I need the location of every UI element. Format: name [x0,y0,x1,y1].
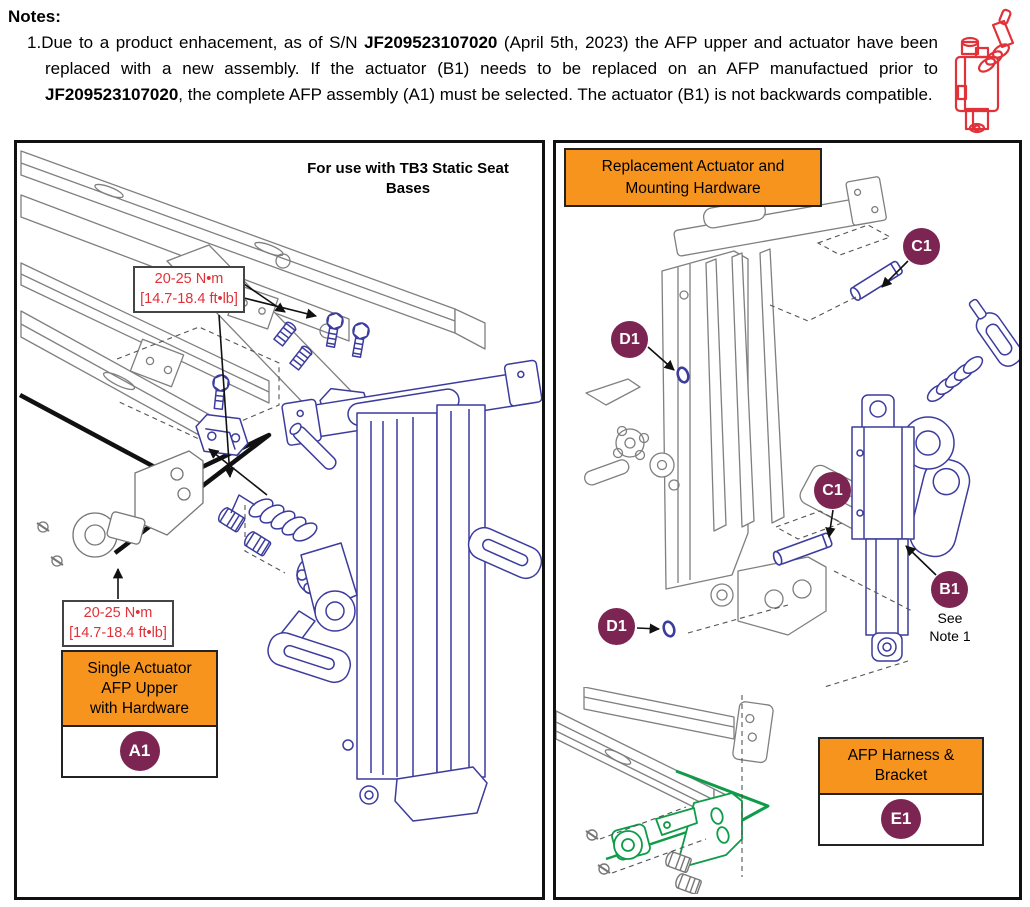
b1-see-note: See Note 1 [910,610,990,645]
item-title-line: Bracket [874,766,928,784]
header-line: Replacement Actuator and [601,158,785,175]
actuator-drawing [851,298,1019,662]
torque-label-lower: 20-25 N•m [14.7-18.4 ft•lb] [62,600,174,648]
badge-a1: A1 [119,731,160,772]
right-bottom-diagram-panel: AFP Harness & Bracket E1 [553,687,1022,900]
note-item-number: 1. [27,33,42,52]
item-label-a1: Single Actuator AFP Upper with Hardware … [61,650,218,779]
item-label-e1-badge-row: E1 [820,795,982,844]
item-label-a1-title: Single Actuator AFP Upper with Hardware [63,652,216,728]
right-top-panel-header: Replacement Actuator and Mounting Hardwa… [564,148,822,208]
upper-harness-drawing [18,326,286,574]
mounting-hardware-drawing [195,312,373,557]
callout-badge-d1: D1 [598,608,635,645]
actuator-icon [954,8,1015,134]
callout-badge-d1: D1 [611,321,648,358]
item-title-line: AFP Upper [101,679,178,697]
item-title-line: Single Actuator [87,660,192,677]
note-text-segment: (April 5th, 2023) the AFP upper and actu… [45,33,938,78]
fastener-drawing [585,829,702,894]
torque-value: [14.7-18.4 ft•lb] [69,624,167,641]
seat-rail-drawing [556,687,774,828]
red-actuator-drawing [954,8,1015,134]
pin-and-oring-drawing [662,260,903,638]
item-title-line: with Hardware [89,699,190,717]
see-note-line: Note 1 [929,627,971,644]
see-note-line: See [937,610,963,626]
note-text-segment: Due to a product enhacement, as of S/N [41,33,365,52]
callout-badge-c1: C1 [814,472,851,509]
item-label-e1: AFP Harness & Bracket E1 [818,737,984,846]
caption-line: For use with TB3 Static Seat [307,160,509,177]
torque-value: 20-25 N•m [154,271,224,287]
dashed-guides [599,695,743,877]
torque-value: 20-25 N•m [83,605,153,621]
note-item-1: 1.Due to a product enhacement, as of S/N… [8,30,938,108]
leader-arrows [112,283,318,599]
callout-badge-b1: B1 [931,571,968,608]
right-top-diagram-panel: Replacement Actuator and Mounting Hardwa… [553,140,1022,690]
left-diagram-panel: For use with TB3 Static Seat Bases 20-25… [14,140,545,900]
torque-value: [14.7-18.4 ft•lb] [140,290,238,307]
caption-line: Bases [385,179,431,197]
note-serial-number: JF209523107020 [364,33,498,52]
callout-arrows [636,260,937,634]
item-label-a1-badge-row: A1 [63,727,216,776]
badge-e1: E1 [881,798,921,839]
afp-upper-grey-drawing [584,176,899,636]
notes-section: Notes: 1.Due to a product enhacement, as… [8,4,938,108]
afp-upper-assembly-drawing [230,359,542,822]
item-label-e1-title: AFP Harness & Bracket [820,739,982,795]
afp-harness-drawing [605,769,770,866]
notes-heading: Notes: [8,7,61,26]
dashed-guides [687,224,913,687]
note-serial-number: JF209523107020 [45,85,179,104]
torque-label-upper: 20-25 N•m [14.7-18.4 ft•lb] [133,266,245,314]
header-line: Mounting Hardware [625,179,761,197]
left-panel-caption: For use with TB3 Static Seat Bases [279,159,537,198]
callout-badge-c1: C1 [903,228,940,265]
item-title-line: AFP Harness & [847,747,955,764]
note-text-segment: , the complete AFP assembly (A1) must be… [178,85,933,104]
